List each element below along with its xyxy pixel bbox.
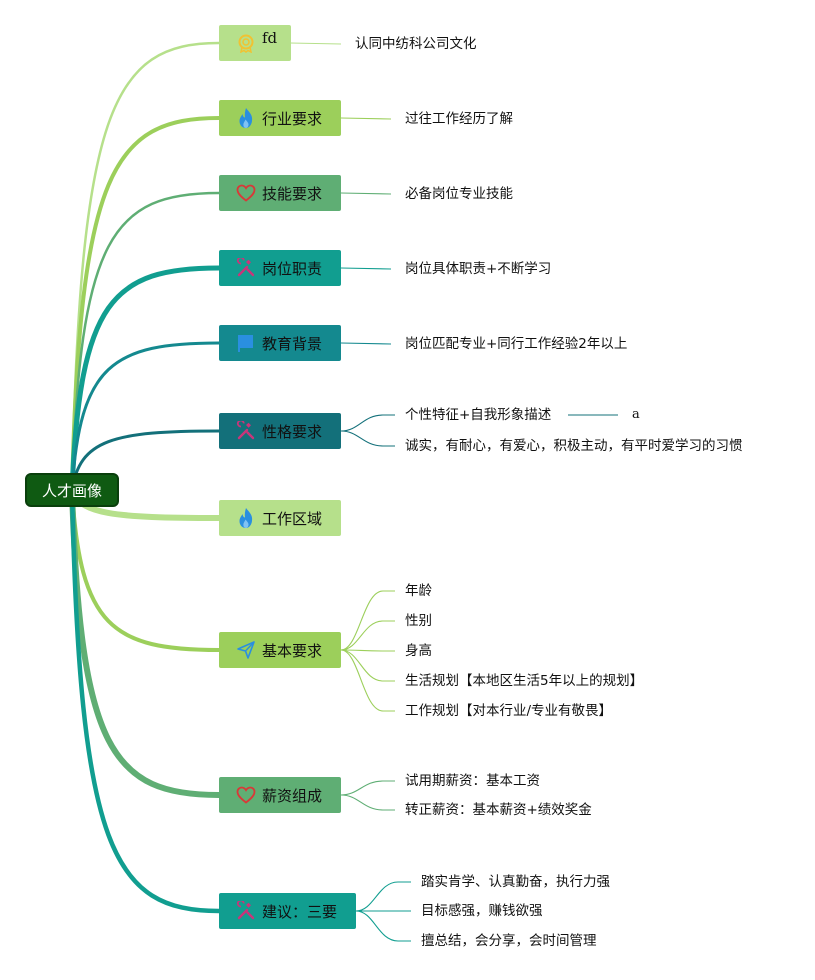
topic-label: 教育背景 bbox=[262, 334, 323, 353]
flame-icon bbox=[235, 107, 257, 129]
leaf-line bbox=[340, 649, 395, 712]
leaf-line bbox=[340, 192, 392, 195]
leaf-text[interactable]: 转正薪资：基本薪资+绩效奖金 bbox=[405, 802, 592, 818]
topic-label: 基本要求 bbox=[262, 641, 323, 660]
extra-leaf-text[interactable]: a bbox=[632, 407, 640, 422]
flame-icon bbox=[235, 507, 257, 529]
root-label: 人才画像 bbox=[41, 481, 102, 500]
leaf-line bbox=[340, 430, 395, 447]
send-icon bbox=[235, 639, 257, 661]
leaf-text[interactable]: 擅总结，会分享，会时间管理 bbox=[421, 933, 597, 949]
tools-icon bbox=[235, 257, 257, 279]
topic-label: fd bbox=[262, 29, 278, 47]
leaf-text[interactable]: 认同中纺科公司文化 bbox=[355, 36, 477, 52]
leaf-line bbox=[355, 910, 411, 942]
topic-label: 建议：三要 bbox=[262, 902, 338, 921]
leaf-text[interactable]: 性别 bbox=[405, 613, 432, 629]
branch-line-10 bbox=[69, 487, 222, 914]
heart-icon bbox=[235, 784, 257, 806]
leaf-text[interactable]: 个性特征+自我形象描述 bbox=[405, 407, 552, 423]
topic-node-3[interactable]: 技能要求 bbox=[219, 175, 341, 211]
leaf-text[interactable]: 岗位具体职责+不断学习 bbox=[405, 261, 552, 277]
tools-icon bbox=[235, 900, 257, 922]
topic-label: 行业要求 bbox=[262, 109, 323, 128]
topic-label: 技能要求 bbox=[262, 184, 323, 203]
leaf-text[interactable]: 目标感强，赚钱欲强 bbox=[421, 903, 543, 919]
branch-line-3 bbox=[70, 191, 221, 492]
leaf-line bbox=[340, 649, 395, 682]
leaf-line bbox=[340, 342, 392, 345]
topic-node-8[interactable]: 基本要求 bbox=[219, 632, 341, 668]
leaf-text[interactable]: 年龄 bbox=[405, 583, 432, 599]
topic-node-10[interactable]: 建议：三要 bbox=[219, 893, 356, 929]
leaf-lines bbox=[289, 42, 618, 942]
leaf-line bbox=[340, 267, 392, 270]
leaf-line bbox=[340, 649, 395, 652]
leaf-text[interactable]: 诚实，有耐心，有爱心，积极主动，有平时爱学习的习惯 bbox=[405, 438, 743, 454]
tools-icon bbox=[235, 420, 257, 442]
topic-node-6[interactable]: 性格要求 bbox=[219, 413, 341, 449]
leaf-line bbox=[340, 590, 395, 651]
leaf-line bbox=[340, 780, 395, 796]
leaf-text[interactable]: 岗位匹配专业+同行工作经验2年以上 bbox=[405, 336, 628, 352]
topic-node-1[interactable]: fd bbox=[219, 25, 291, 61]
branch-line-4 bbox=[69, 265, 222, 493]
leaf-line bbox=[340, 620, 395, 651]
leaf-text[interactable]: 生活规划【本地区生活5年以上的规划】 bbox=[405, 673, 644, 689]
leaf-text[interactable]: 踏实肯学、认真勤奋，执行力强 bbox=[421, 874, 610, 890]
leaf-line bbox=[340, 414, 395, 432]
topic-label: 性格要求 bbox=[262, 422, 323, 441]
leaf-line bbox=[355, 881, 411, 912]
branch-line-5 bbox=[70, 341, 221, 492]
branch-line-2 bbox=[70, 116, 221, 492]
leaf-text[interactable]: 必备岗位专业技能 bbox=[405, 186, 513, 202]
leaf-text[interactable]: 过往工作经历了解 bbox=[405, 111, 513, 127]
topic-node-7[interactable]: 工作区域 bbox=[219, 500, 341, 536]
leaf-text[interactable]: 试用期薪资：基本工资 bbox=[405, 773, 540, 789]
topic-label: 薪资组成 bbox=[262, 786, 323, 805]
leaf-text[interactable]: 身高 bbox=[405, 643, 432, 659]
topic-node-2[interactable]: 行业要求 bbox=[219, 100, 341, 136]
leaf-text[interactable]: 工作规划【对本行业/专业有敬畏】 bbox=[405, 703, 613, 719]
heart-icon bbox=[235, 182, 257, 204]
topic-label: 岗位职责 bbox=[262, 259, 323, 278]
topic-node-5[interactable]: 教育背景 bbox=[219, 325, 341, 361]
root-node[interactable]: 人才画像 bbox=[25, 473, 119, 507]
topic-node-9[interactable]: 薪资组成 bbox=[219, 777, 341, 813]
leaf-line bbox=[289, 42, 342, 45]
leaf-line bbox=[340, 794, 395, 811]
topic-node-4[interactable]: 岗位职责 bbox=[219, 250, 341, 286]
award-badge-icon bbox=[235, 32, 257, 54]
leaf-line bbox=[340, 117, 392, 120]
topic-label: 工作区域 bbox=[262, 509, 323, 528]
flag-icon bbox=[235, 332, 257, 354]
